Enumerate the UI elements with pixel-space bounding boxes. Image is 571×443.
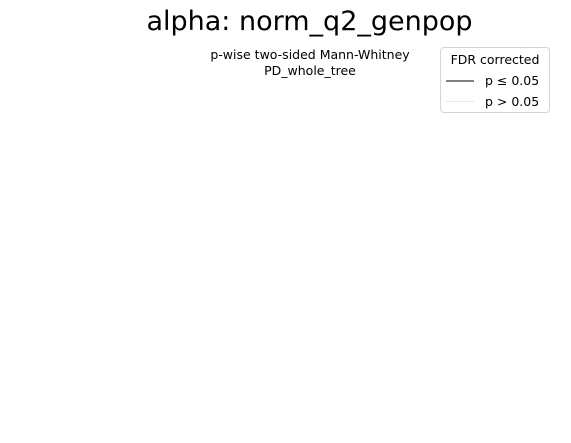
legend-swatch-not-significant: [446, 101, 474, 102]
legend-swatch-significant: [446, 80, 474, 82]
legend-entry-not-significant: p > 0.05: [446, 94, 546, 110]
legend-label-not-significant: p > 0.05: [485, 94, 540, 109]
legend-entry-significant: p ≤ 0.05: [446, 73, 546, 89]
legend-label-significant: p ≤ 0.05: [485, 73, 540, 88]
subtitle-line-metric: PD_whole_tree: [264, 63, 356, 78]
chart-title: alpha: norm_q2_genpop: [146, 6, 473, 37]
legend-title: FDR corrected: [450, 52, 540, 67]
chart-legend: FDR corrected p ≤ 0.05 p > 0.05: [440, 47, 550, 113]
subtitle-line-test: p-wise two-sided Mann-Whitney: [210, 47, 410, 62]
chart-subtitle: p-wise two-sided Mann-Whitney PD_whole_t…: [160, 47, 460, 79]
